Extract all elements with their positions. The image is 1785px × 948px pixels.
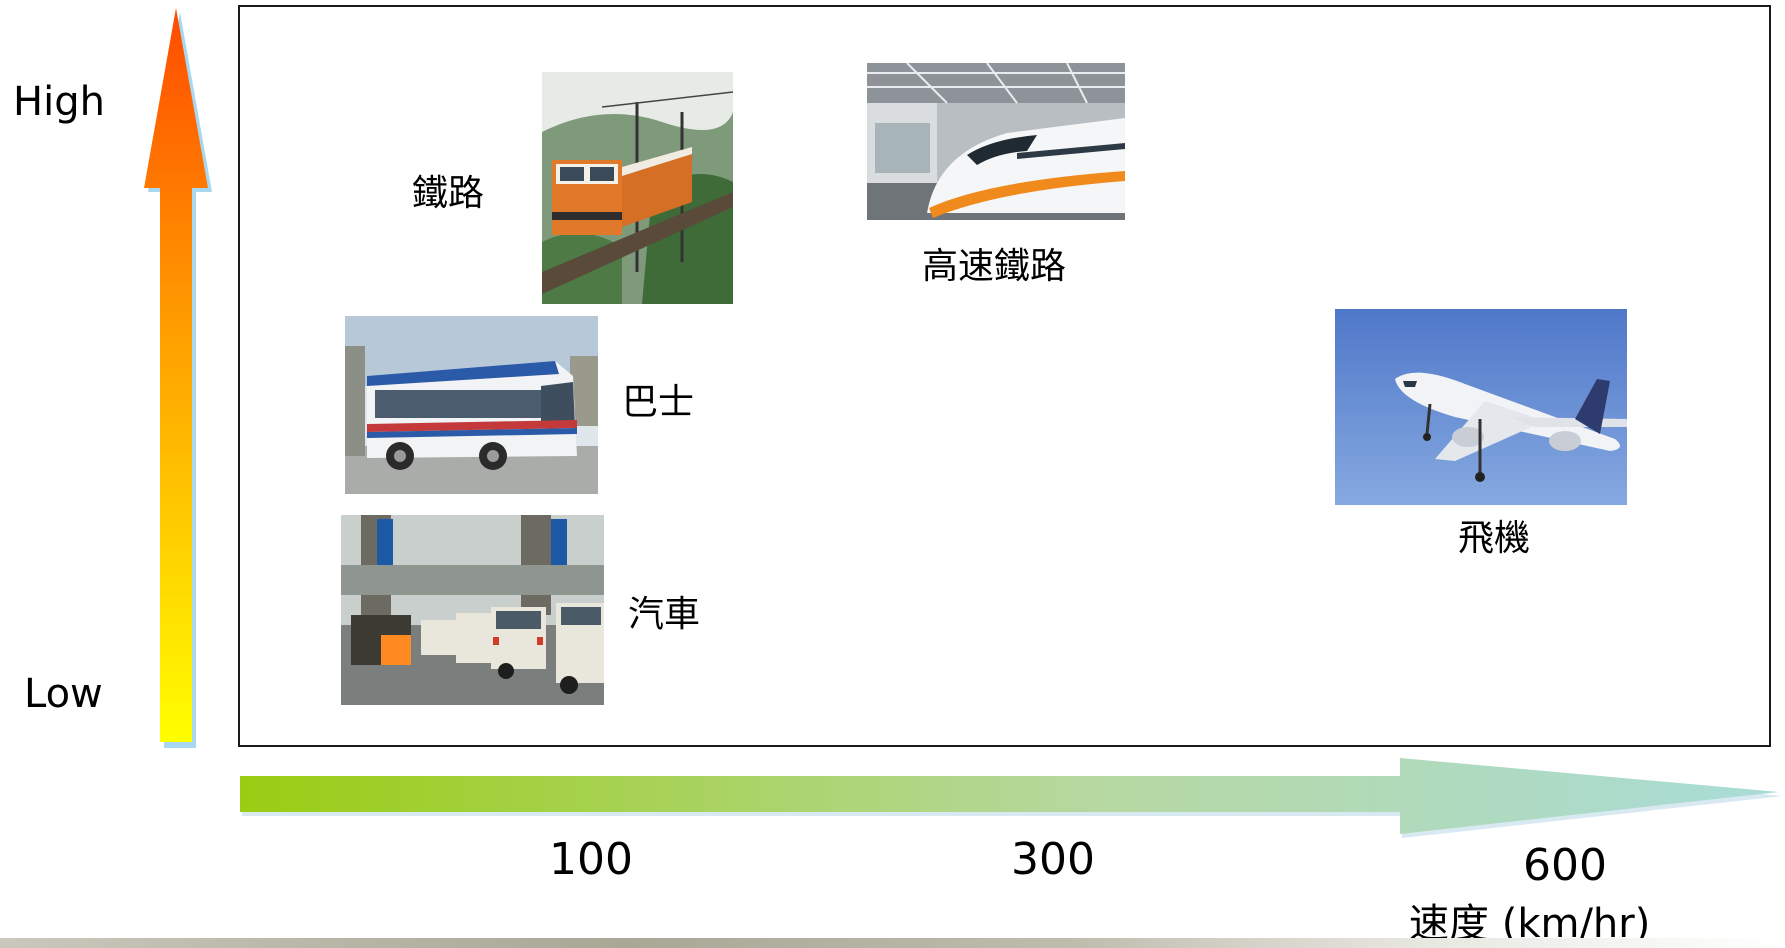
bus-photo xyxy=(345,316,598,494)
x-axis-unit-label: 速度 (km/hr) xyxy=(1409,901,1651,947)
high-speed-rail-photo xyxy=(867,63,1125,220)
railway-label: 鐵路 xyxy=(412,173,485,214)
freight-train-photo xyxy=(542,72,733,304)
high-speed-rail-label: 高速鐵路 xyxy=(922,246,1067,287)
car-traffic-photo xyxy=(341,515,604,705)
bus-label: 巴士 xyxy=(622,382,695,423)
x-tick-300: 300 xyxy=(1011,834,1095,885)
car-label: 汽車 xyxy=(628,594,701,635)
y-axis-arrow xyxy=(144,8,212,748)
x-tick-600: 600 xyxy=(1523,840,1607,891)
footer-rule xyxy=(0,938,1785,948)
x-axis-arrow xyxy=(240,758,1783,838)
airplane-photo xyxy=(1335,309,1627,505)
airplane-label: 飛機 xyxy=(1458,518,1531,559)
chart-frame xyxy=(238,5,1771,747)
x-tick-100: 100 xyxy=(549,834,633,885)
y-axis-low-label: Low xyxy=(24,671,103,717)
y-axis-high-label: High xyxy=(13,79,105,125)
